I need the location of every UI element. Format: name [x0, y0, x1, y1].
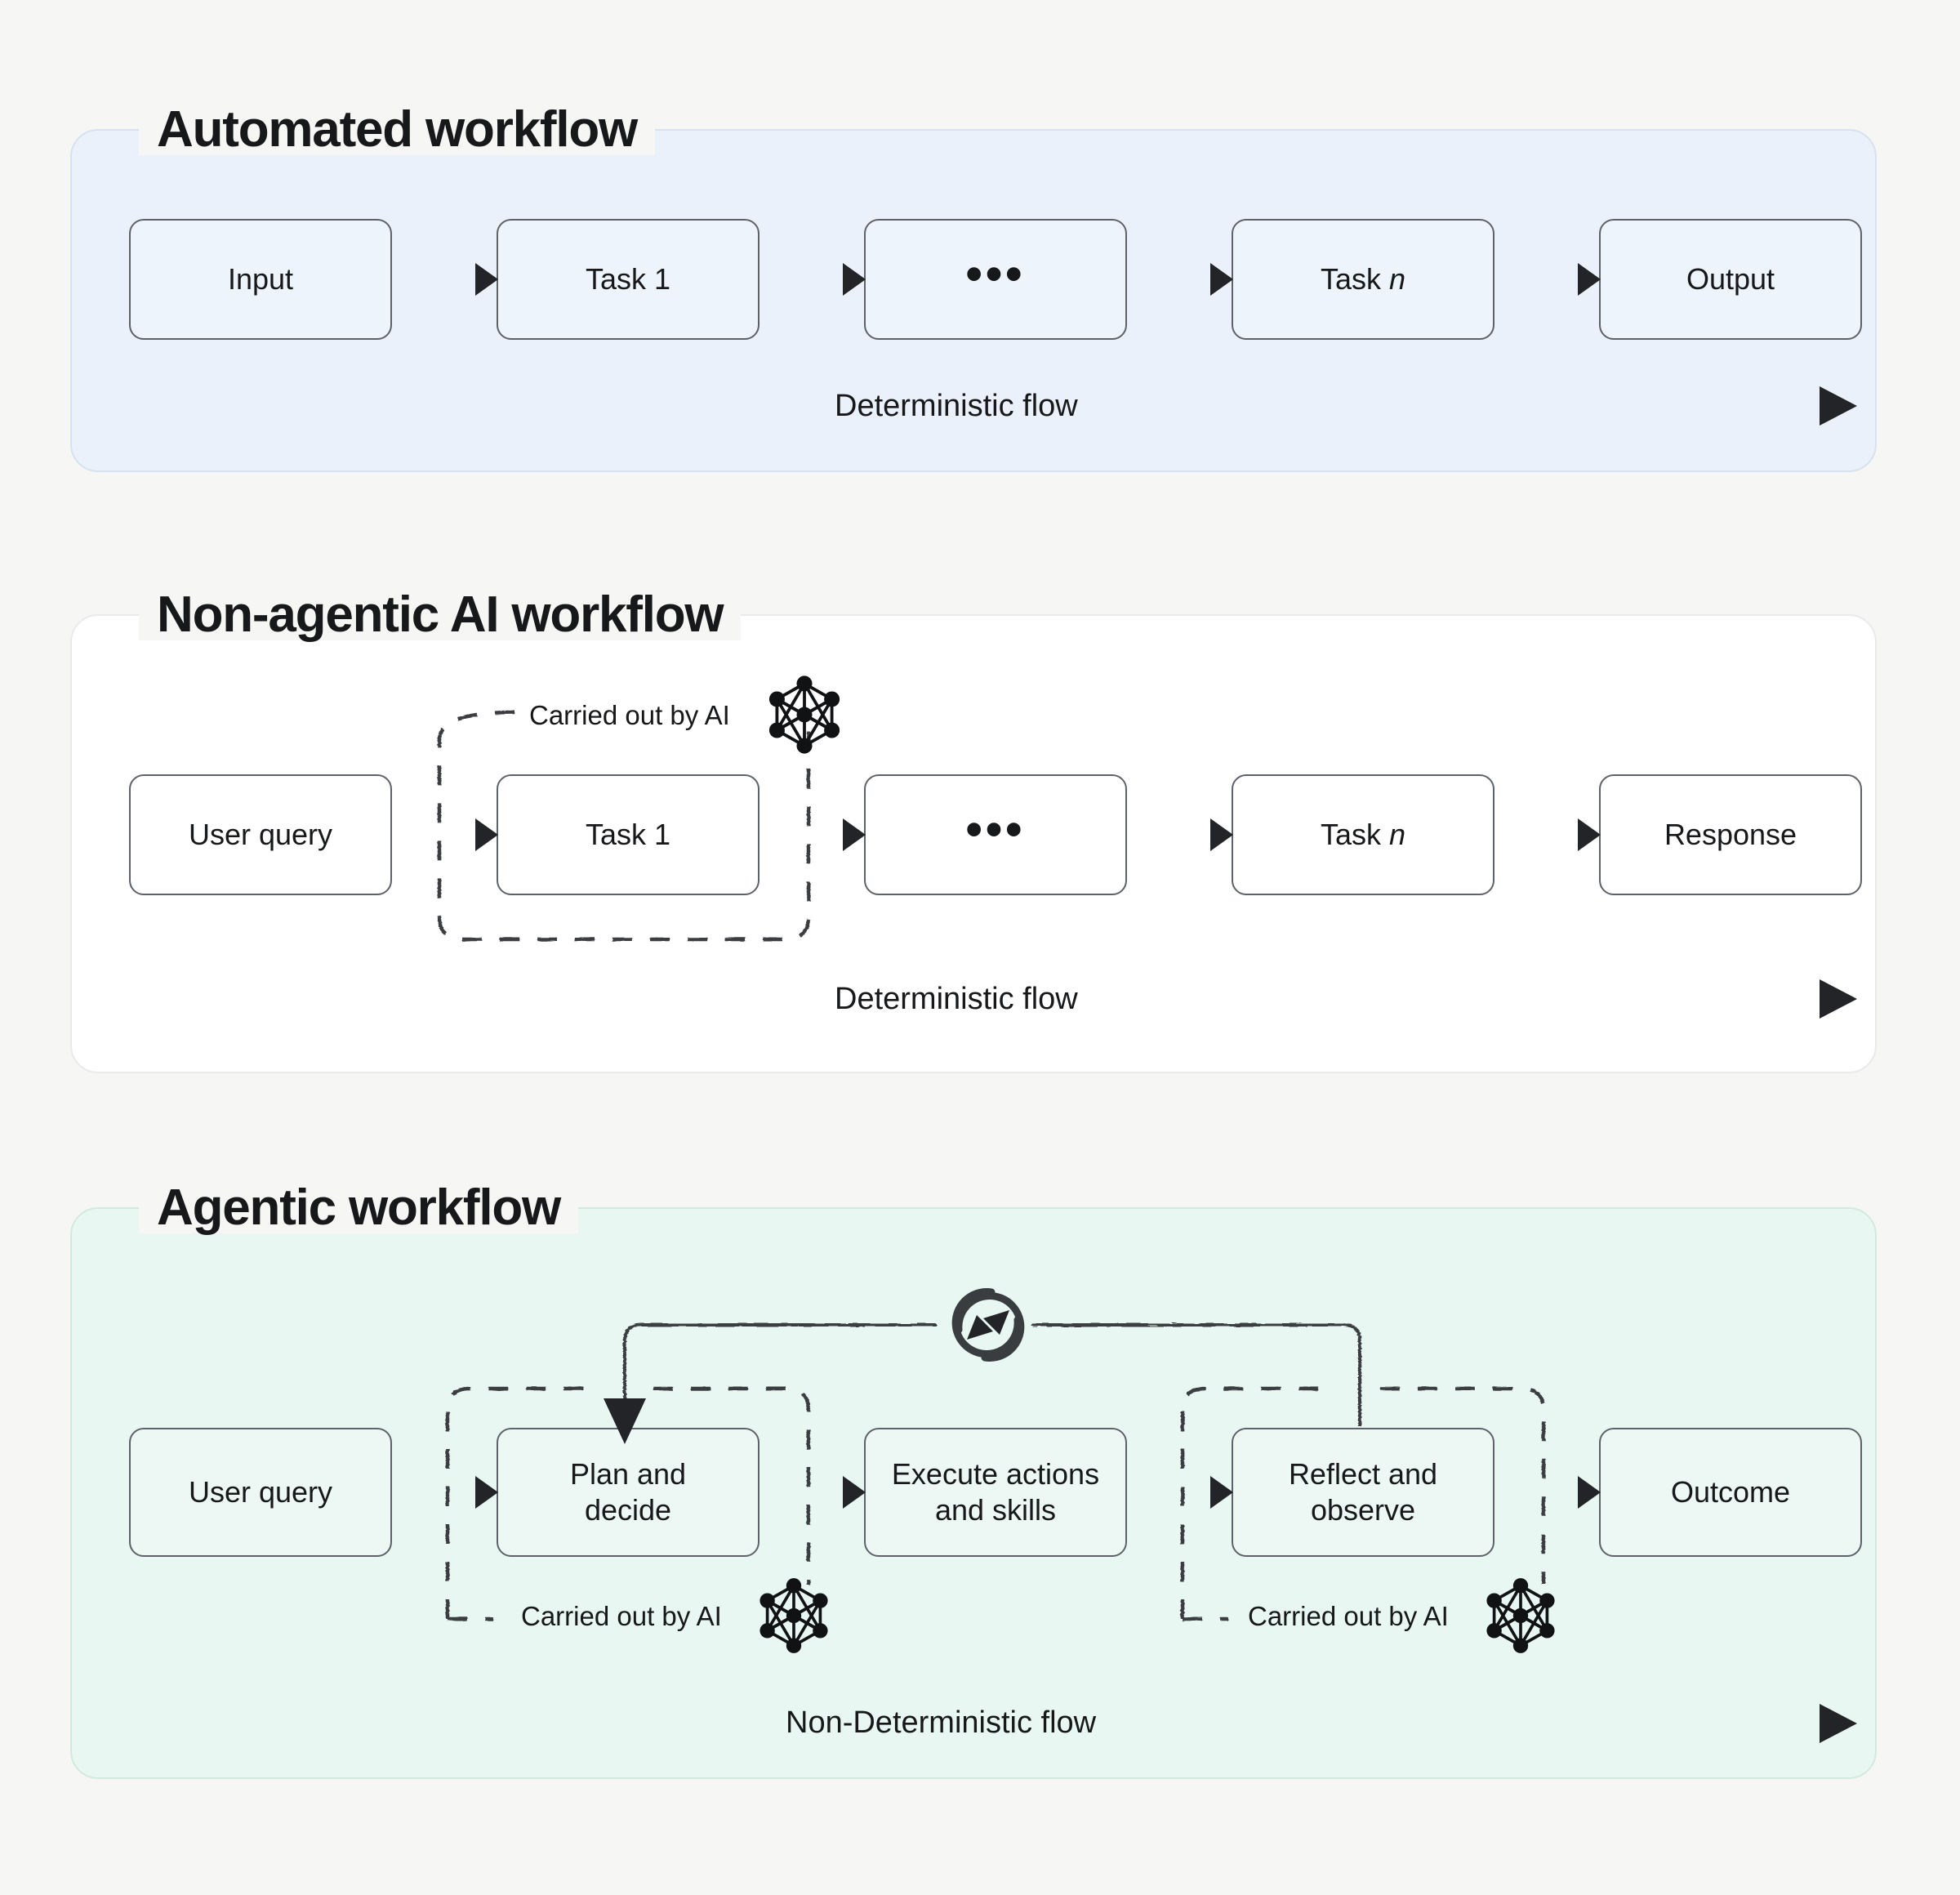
node-task-n-label: Task n — [1320, 262, 1406, 297]
ai-label-non-agentic: Carried out by AI — [529, 700, 730, 730]
node-ellipsis-label: ••• — [965, 802, 1026, 856]
node-user-query-label: User query — [188, 1475, 333, 1509]
node-plan-and-decide: Plan and decide — [497, 1428, 760, 1557]
node-task-1-automated: Task 1 — [497, 219, 760, 340]
flow-label-deterministic-automated: Deterministic flow — [835, 389, 1078, 423]
node-task-1-label: Task 1 — [585, 262, 671, 297]
ai-label-agentic-plan: Carried out by AI — [521, 1601, 722, 1631]
node-response-label: Response — [1664, 818, 1797, 852]
node-execute-actions-and-skills: Execute actions and skills — [864, 1428, 1127, 1557]
node-user-query-agentic: User query — [129, 1428, 392, 1557]
node-outcome: Outcome — [1599, 1428, 1862, 1557]
node-output-label: Output — [1686, 262, 1775, 297]
panel-title-automated: Automated workflow — [139, 105, 656, 155]
node-user-query-label: User query — [188, 818, 333, 852]
ai-label-agentic-reflect: Carried out by AI — [1248, 1601, 1449, 1631]
node-plan-and-decide-label: Plan and decide — [569, 1457, 687, 1527]
node-ellipsis-automated: ••• — [864, 219, 1127, 340]
node-ellipsis-label: ••• — [965, 247, 1026, 301]
node-output: Output — [1599, 219, 1862, 340]
node-outcome-label: Outcome — [1670, 1475, 1791, 1509]
node-ellipsis-nonagentic: ••• — [864, 774, 1127, 895]
node-input: Input — [129, 219, 392, 340]
panel-title-agentic: Agentic workflow — [139, 1183, 579, 1233]
node-task-n-automated: Task n — [1232, 219, 1494, 340]
node-user-query-nonagentic: User query — [129, 774, 392, 895]
node-input-label: Input — [227, 262, 294, 297]
panel-title-non-agentic: Non-agentic AI workflow — [139, 590, 742, 640]
flow-label-deterministic-nonagentic: Deterministic flow — [835, 982, 1078, 1016]
panel-automated-workflow — [70, 129, 1877, 472]
flow-label-non-deterministic: Non-Deterministic flow — [786, 1706, 1097, 1740]
node-task-1-label: Task 1 — [585, 818, 671, 852]
node-response: Response — [1599, 774, 1862, 895]
node-reflect-and-observe-label: Reflect and observe — [1288, 1457, 1438, 1527]
node-task-n-nonagentic: Task n — [1232, 774, 1494, 895]
node-task-n-label: Task n — [1320, 818, 1406, 852]
node-execute-actions-label: Execute actions and skills — [891, 1457, 1100, 1527]
node-task-1-nonagentic: Task 1 — [497, 774, 760, 895]
node-reflect-and-observe: Reflect and observe — [1232, 1428, 1494, 1557]
